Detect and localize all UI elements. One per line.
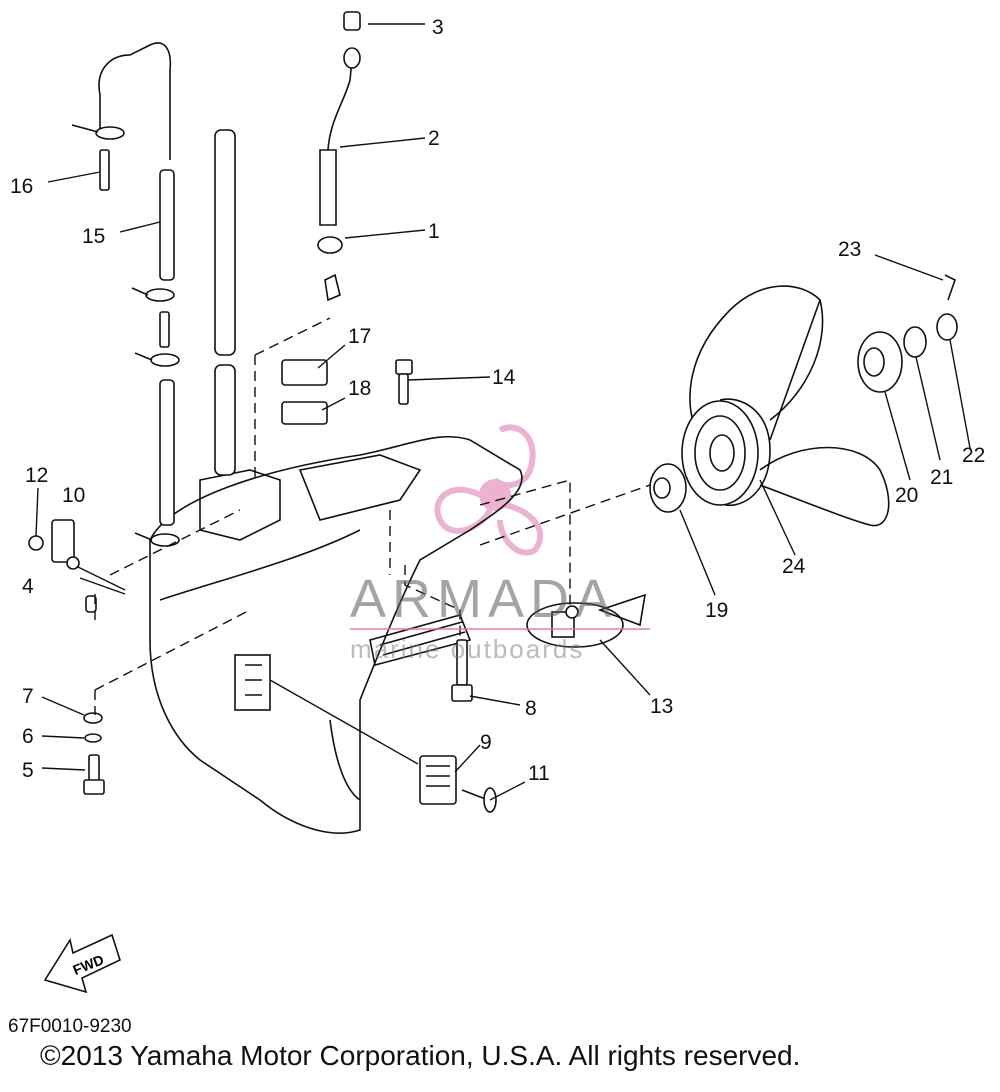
callout-24: 24 [782, 555, 806, 578]
callout-3: 3 [432, 16, 444, 39]
callout-9: 9 [480, 731, 492, 754]
callout-12: 12 [25, 464, 48, 487]
copyright-notice: ©2013 Yamaha Motor Corporation, U.S.A. A… [40, 1040, 801, 1071]
leader-lines [35, 23, 971, 801]
callout-6: 6 [22, 725, 34, 748]
callout-5: 5 [22, 759, 34, 782]
part-code: 67F0010-9230 [8, 1016, 132, 1037]
propeller-hardware [649, 274, 958, 513]
callout-23: 23 [838, 238, 861, 261]
callout-16: 16 [10, 175, 33, 198]
callout-4: 4 [22, 575, 34, 598]
anode [526, 593, 647, 648]
watermark-tagline: marine outboards [350, 634, 585, 664]
callout-21: 21 [930, 466, 953, 489]
watermark-logo [434, 424, 544, 556]
callout-10: 10 [62, 484, 85, 507]
callout-1: 1 [428, 220, 440, 243]
assembly-lines [94, 317, 651, 715]
drive-shaft-tubes [98, 11, 361, 526]
callout-19: 19 [705, 599, 728, 622]
callout-20: 20 [895, 484, 918, 507]
fwd-arrow-icon: FWD [43, 933, 121, 994]
callout-11: 11 [528, 762, 550, 785]
callout-18: 18 [348, 377, 371, 400]
lower-casing [149, 435, 523, 834]
callout-14: 14 [492, 366, 516, 389]
callout-13: 13 [650, 695, 673, 718]
callout-22: 22 [962, 444, 985, 467]
watermark-rule [350, 628, 650, 630]
callout-numbers: 3 2 1 4 5 6 7 8 9 10 11 12 13 14 15 16 1… [10, 16, 985, 785]
callout-8: 8 [525, 697, 537, 720]
callout-7: 7 [22, 685, 34, 708]
callout-15: 15 [82, 225, 105, 248]
watermark-brand: ARMADA [350, 569, 618, 629]
callout-17: 17 [348, 325, 371, 348]
propeller [681, 285, 890, 527]
callout-2: 2 [428, 127, 440, 150]
